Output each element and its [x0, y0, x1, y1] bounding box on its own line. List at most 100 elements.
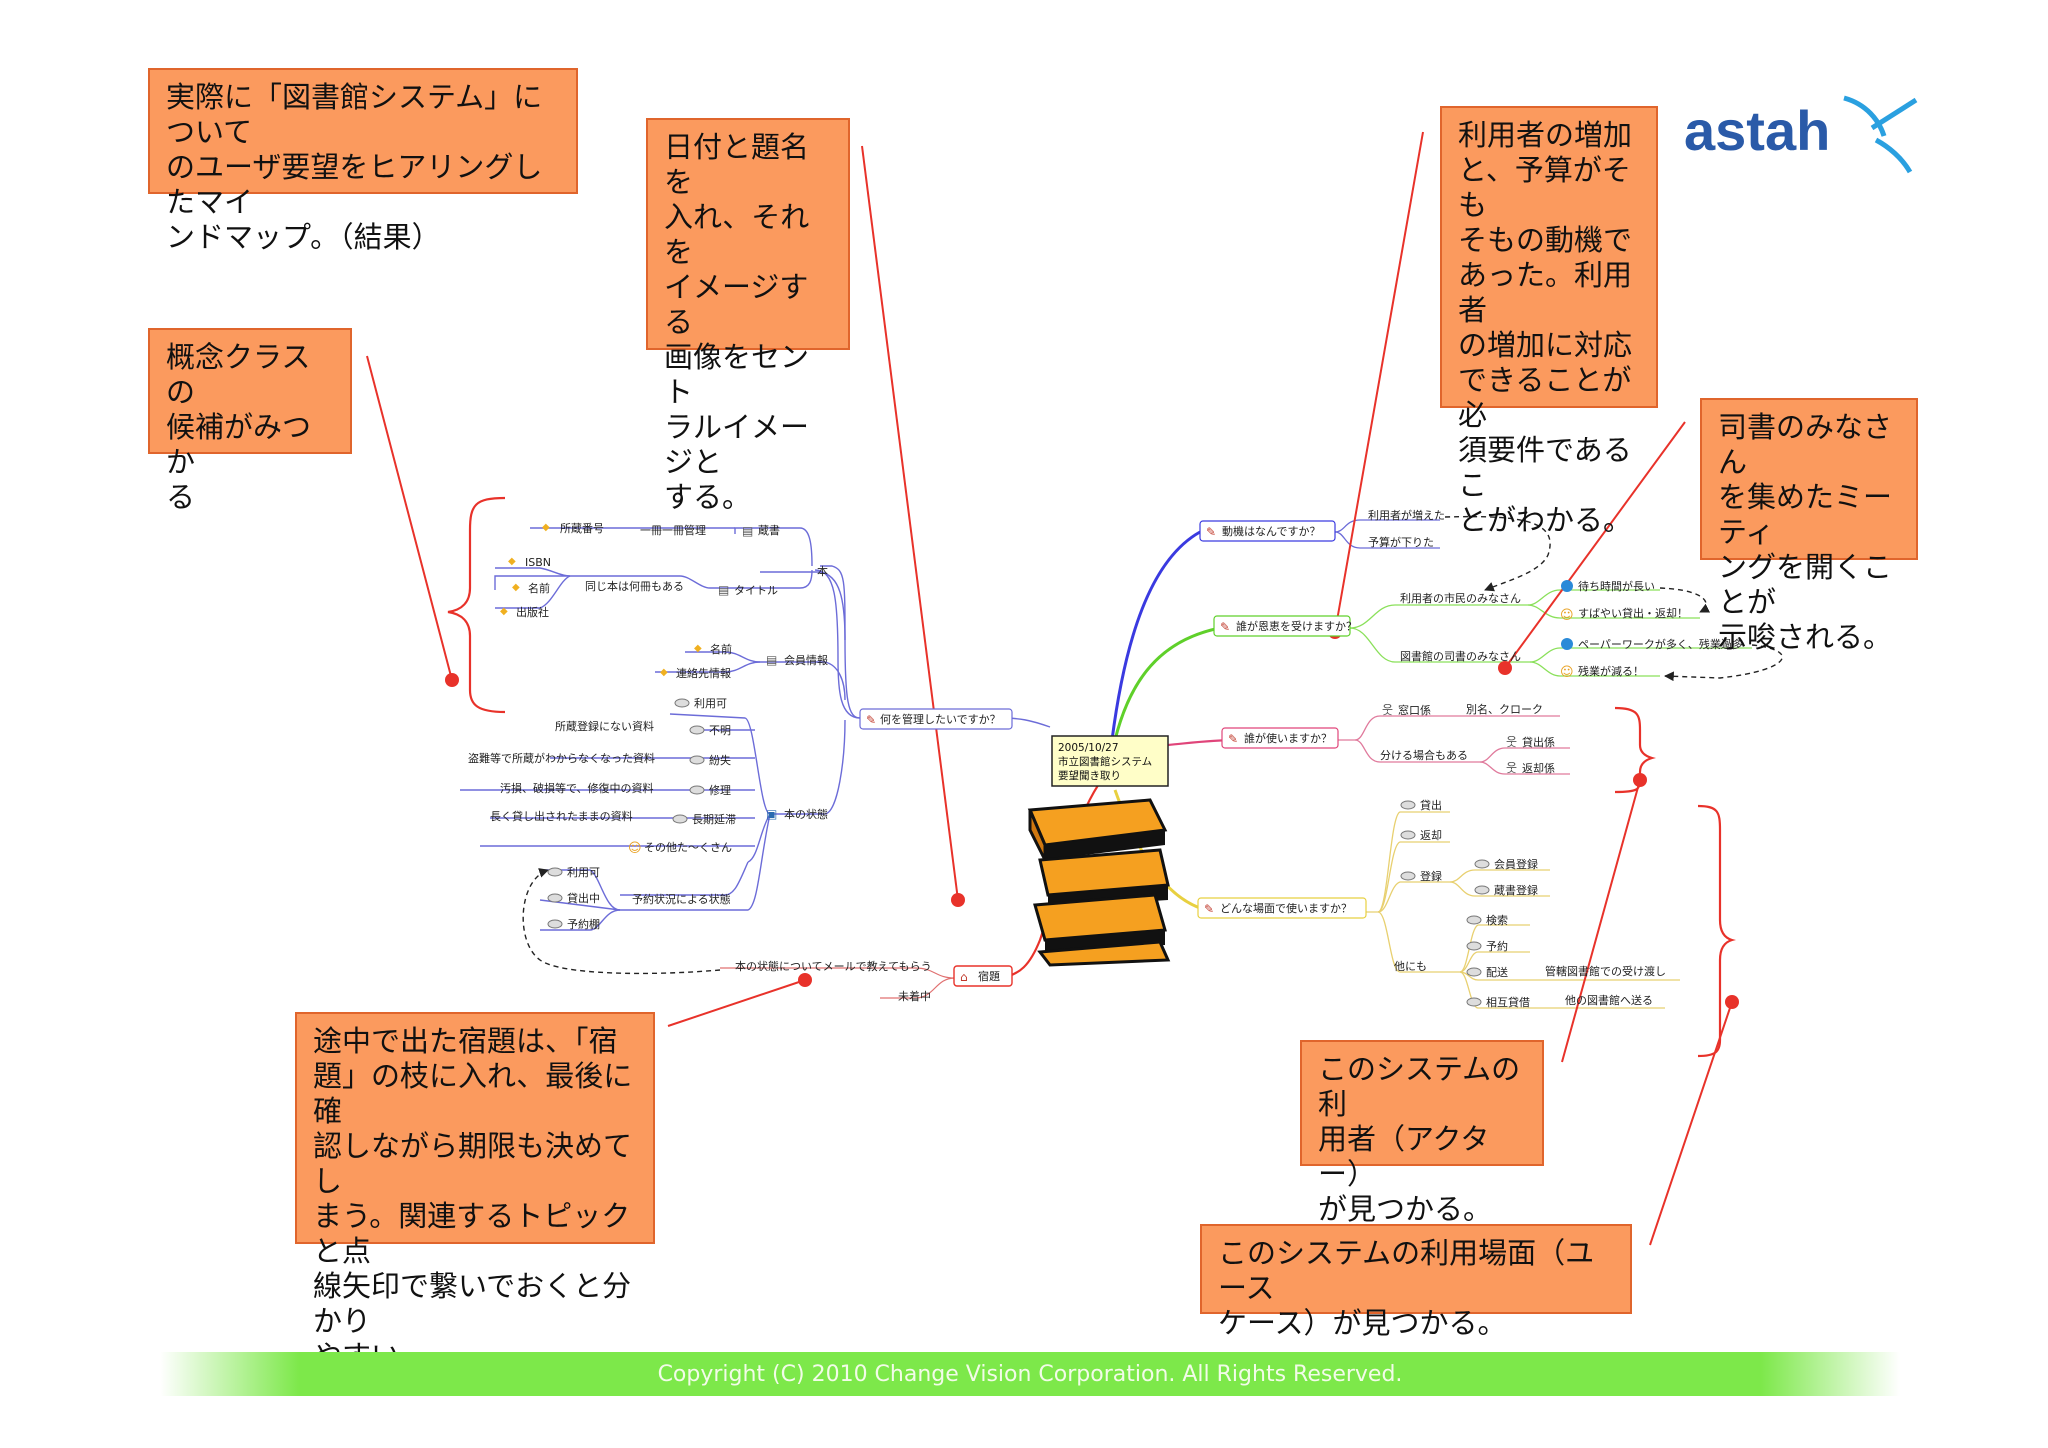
branch-benefit	[1113, 626, 1221, 741]
svg-text:盗難等で所蔵がわからなくなった資料: 盗難等で所蔵がわからなくなった資料	[468, 751, 655, 765]
state-pill-icon	[674, 698, 690, 708]
topic-scene[interactable]: どんな場面で使いますか？ ✎	[1197, 897, 1367, 919]
node-title: タイトル	[734, 584, 778, 597]
svg-text:誰が恩恵を受けますか？: 誰が恩恵を受けますか？	[1236, 619, 1357, 633]
svg-text:予約: 予約	[1486, 939, 1508, 953]
svg-text:汚損、破損等で、修復中の資料: 汚損、破損等で、修復中の資料	[500, 781, 654, 795]
svg-text:所蔵登録にない資料: 所蔵登録にない資料	[555, 719, 654, 733]
svg-text:貸出係: 貸出係	[1522, 735, 1555, 749]
topic-manage[interactable]: 何を管理したいですか？ ✎	[859, 708, 1013, 730]
svg-text:返却: 返却	[1420, 829, 1442, 842]
svg-text:修理: 修理	[709, 783, 731, 797]
svg-text:不明: 不明	[709, 724, 731, 737]
svg-text:他の図書館へ送る: 他の図書館へ送る	[1565, 993, 1653, 1007]
dashed-arrow-wait	[1659, 587, 1711, 613]
central-topic[interactable]: 2005/10/27 市立図書館システム 要望聞き取り	[1051, 735, 1169, 787]
center-date: 2005/10/27	[1058, 742, 1119, 754]
svg-text:長く貸し出されたままの資料: 長く貸し出されたままの資料	[490, 809, 633, 823]
svg-text:窓口係: 窓口係	[1398, 703, 1431, 717]
topic-motive[interactable]: 動機はなんですか？ ✎	[1199, 520, 1336, 542]
svg-text:登録: 登録	[1420, 869, 1442, 883]
callout-summary: 実際に「図書館システム」について のユーザ要望をヒアリングしたマイ ンドマップ。…	[148, 68, 578, 254]
svg-text:配送: 配送	[1486, 965, 1508, 979]
svg-text:宿題: 宿題	[978, 969, 1000, 983]
home-icon: ⌂	[960, 970, 968, 984]
table-icon: ▤	[742, 524, 753, 538]
svg-text:どんな場面で使いますか？: どんな場面で使いますか？	[1220, 902, 1352, 915]
node-zoushobangou: 所蔵番号	[560, 522, 604, 535]
callout-actors: このシステムの利 用者（アクター） が見つかる。	[1300, 1040, 1544, 1226]
clip-icon: ✎	[1204, 902, 1214, 916]
svg-text:管轄図書館での受け渡し: 管轄図書館での受け渡し	[1545, 964, 1666, 978]
svg-text:貸出中: 貸出中	[567, 891, 600, 905]
node-issatsu: 一冊一冊管理	[640, 523, 706, 537]
smile-icon: ☺	[628, 841, 642, 856]
topic-benefit[interactable]: 誰が恩恵を受けますか？ ✎	[1213, 615, 1357, 637]
usecase-pill-icon	[1474, 859, 1490, 869]
dashed-arrow-motive	[1444, 515, 1551, 592]
smile-icon: ☺	[1560, 665, 1574, 680]
person-icon: 웃	[1506, 761, 1517, 775]
state-pill-icon	[689, 725, 705, 735]
diamond-icon: ◆	[542, 522, 550, 533]
diamond-icon: ◆	[694, 643, 702, 654]
state-pill-icon	[547, 893, 563, 903]
svg-text:会員登録: 会員登録	[1494, 857, 1538, 871]
topic-who[interactable]: 誰が使いますか？ ✎	[1221, 727, 1339, 749]
dashed-arrow-paper	[1664, 644, 1783, 682]
usecase-pill-icon	[1466, 941, 1482, 951]
center-title: 市立図書館システム	[1058, 755, 1152, 768]
brace-left	[447, 496, 506, 714]
svg-text:貸出: 貸出	[1420, 798, 1442, 812]
clip-icon: ✎	[1220, 620, 1230, 634]
svg-text:蔵書登録: 蔵書登録	[1494, 883, 1538, 897]
copyright-text: Copyright (C) 2010 Change Vision Corpora…	[657, 1361, 1403, 1387]
node-shuppansha: 出版社	[516, 605, 549, 619]
svg-text:長期延滞: 長期延滞	[692, 813, 736, 826]
callout-central-image: 日付と題名を 入れ、それを イメージする 画像をセント ラルイメージと する。	[646, 118, 850, 514]
svg-text:相互貸借: 相互貸借	[1486, 995, 1530, 1009]
person-icon: 웃	[1382, 703, 1393, 717]
diamond-icon: ◆	[500, 606, 508, 617]
callout-pointers	[366, 131, 1733, 1246]
state-pill-icon	[689, 785, 705, 795]
callout-usecases: このシステムの利用場面（ユース ケース）が見つかる。	[1200, 1224, 1632, 1340]
globe-icon	[1561, 580, 1573, 592]
state-pill-icon	[547, 867, 563, 877]
svg-text:待ち時間が長い: 待ち時間が長い	[1578, 579, 1655, 593]
diamond-icon: ◆	[508, 556, 516, 567]
table-icon: ▤	[718, 583, 729, 597]
branch-motive	[1110, 530, 1201, 741]
svg-text:予約状況による状態: 予約状況による状態	[632, 892, 731, 906]
node-onaji: 同じ本は何冊もある	[585, 579, 684, 593]
callout-concept-class: 概念クラスの 候補がみつか る	[148, 328, 352, 514]
svg-text:すばやい貸出・返却！: すばやい貸出・返却！	[1578, 606, 1688, 620]
svg-text:動機はなんですか？: 動機はなんですか？	[1222, 524, 1320, 538]
usecase-pill-icon	[1400, 830, 1416, 840]
state-icon: ▣	[766, 807, 777, 821]
node-kaiin-namae: 名前	[710, 642, 732, 656]
svg-text:予約棚: 予約棚	[567, 917, 600, 931]
svg-text:利用可: 利用可	[567, 866, 600, 879]
svg-text:検索: 検索	[1486, 913, 1508, 927]
svg-text:astah: astah	[1684, 99, 1830, 162]
state-pill-icon	[547, 919, 563, 929]
svg-text:予算が下りた: 予算が下りた	[1368, 535, 1434, 549]
clip-icon: ✎	[866, 713, 876, 727]
clip-icon: ✎	[1206, 525, 1216, 539]
person-icon: 웃	[1506, 735, 1517, 749]
node-hon: 本	[817, 564, 828, 578]
copyright-footer: Copyright (C) 2010 Change Vision Corpora…	[160, 1352, 1900, 1396]
node-zousho: 蔵書	[758, 523, 780, 537]
center-subtitle: 要望聞き取り	[1058, 769, 1121, 782]
topic-homework[interactable]: 宿題 ⌂	[953, 965, 1013, 987]
svg-text:利用者が増えた: 利用者が増えた	[1368, 508, 1445, 522]
svg-text:紛失: 紛失	[709, 753, 731, 767]
table-icon: ▤	[766, 653, 777, 667]
svg-text:他にも: 他にも	[1394, 960, 1427, 973]
state-pill-icon	[689, 755, 705, 765]
clip-icon: ✎	[1228, 732, 1238, 746]
callout-librarian: 司書のみなさん を集めたミーティ ングを開くことが 示唆される。	[1700, 398, 1918, 654]
callout-motive: 利用者の増加 と、予算がそも そもの動機で あった。利用者 の増加に対応 できる…	[1440, 106, 1658, 537]
